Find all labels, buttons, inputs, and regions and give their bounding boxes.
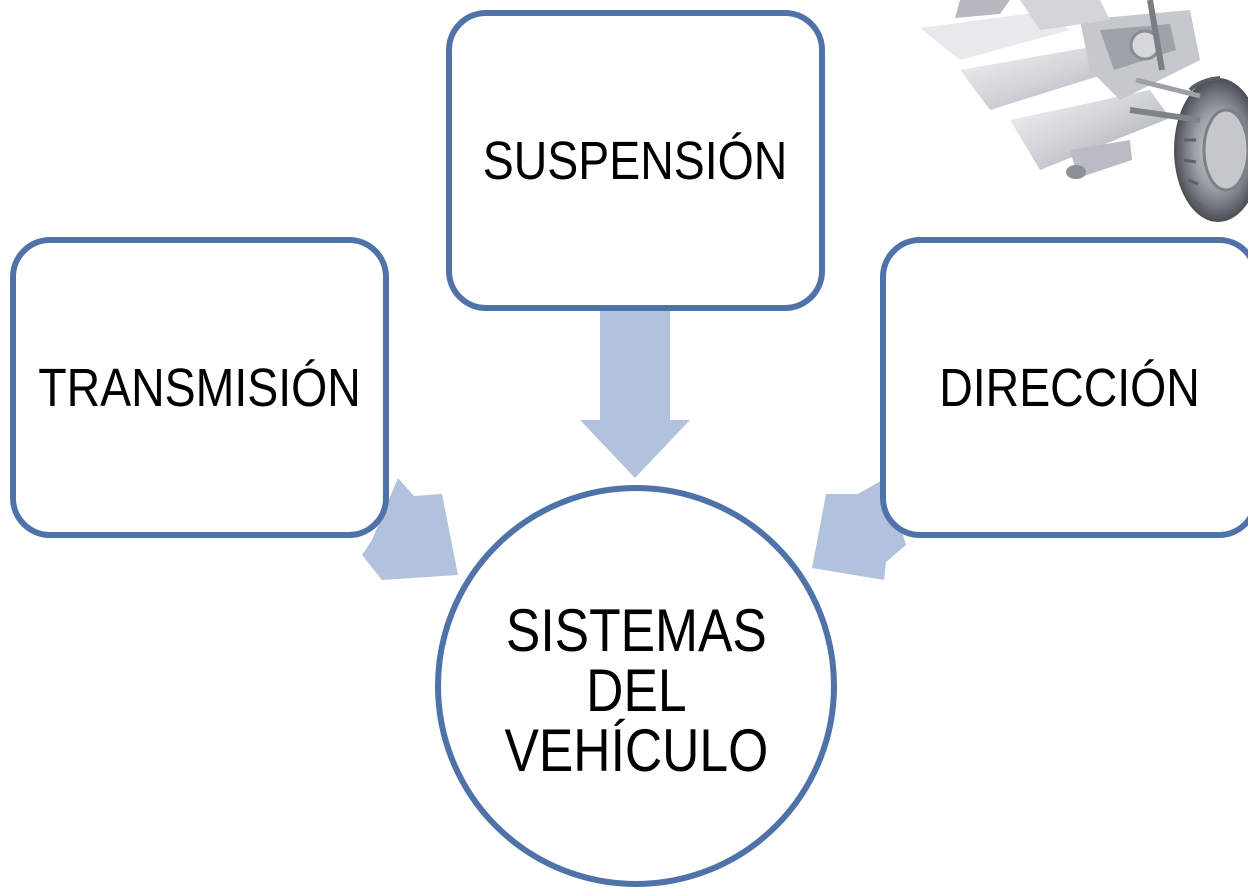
node-suspension: SUSPENSIÓN [446, 10, 825, 311]
node-direccion: DIRECCIÓN [880, 237, 1248, 538]
car-chassis-image [920, 0, 1248, 222]
center-node-label: SISTEMAS DEL VEHÍCULO [504, 597, 768, 784]
node-direccion-label: DIRECCIÓN [939, 357, 1200, 418]
node-transmision-label: TRANSMISIÓN [38, 357, 361, 418]
center-node: SISTEMAS DEL VEHÍCULO [435, 485, 837, 887]
arrow-suspension-to-center [580, 310, 690, 478]
node-suspension-label: SUSPENSIÓN [483, 130, 788, 191]
node-transmision: TRANSMISIÓN [10, 237, 389, 538]
arrow-transmision-to-center [362, 478, 458, 580]
